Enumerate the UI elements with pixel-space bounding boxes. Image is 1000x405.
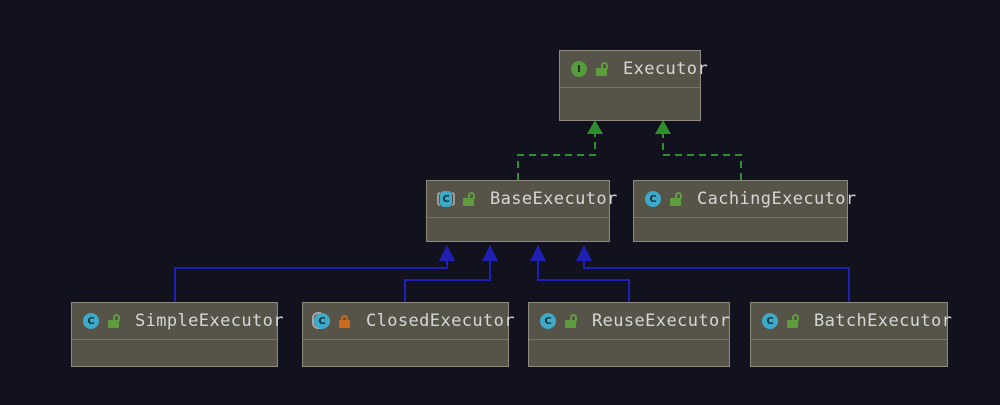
node-body-simple-executor (72, 340, 277, 366)
uml-node-batch-executor[interactable]: C BatchExecutor (750, 302, 952, 367)
edge-base-executor-to-executor (517, 120, 603, 180)
abstract-class-icon: C (437, 190, 455, 208)
uml-node-base-executor[interactable]: C BaseExecutor (426, 180, 617, 242)
node-title-batch-executor: BatchExecutor (814, 311, 953, 331)
node-title-simple-executor: SimpleExecutor (135, 311, 284, 331)
unlock-icon (107, 313, 121, 329)
edge-batch-executor-to-base-executor (576, 245, 850, 302)
node-body-closed-executor (303, 340, 508, 366)
class-icon: C (761, 312, 779, 330)
unlock-icon (595, 61, 609, 77)
node-title-caching-executor: CachingExecutor (697, 189, 857, 209)
uml-node-executor[interactable]: I Executor (559, 50, 708, 121)
unlock-icon (669, 191, 683, 207)
node-title-base-executor: BaseExecutor (490, 189, 618, 209)
node-body-caching-executor (634, 218, 847, 241)
node-body-base-executor (427, 218, 609, 241)
node-header-reuse-executor: C ReuseExecutor (529, 303, 731, 340)
unlock-icon (786, 313, 800, 329)
node-title-closed-executor: ClosedExecutor (366, 311, 515, 331)
node-title-reuse-executor: ReuseExecutor (592, 311, 731, 331)
node-header-caching-executor: C CachingExecutor (634, 181, 856, 218)
edge-reuse-executor-to-base-executor (530, 245, 630, 302)
node-header-closed-executor: C ClosedExecutor (303, 303, 514, 340)
uml-node-caching-executor[interactable]: C CachingExecutor (633, 180, 856, 242)
lock-icon (338, 314, 352, 329)
class-icon: C (644, 190, 662, 208)
node-body-executor (560, 88, 700, 120)
unlock-icon (564, 313, 578, 329)
edge-simple-executor-to-base-executor (174, 245, 455, 302)
node-header-executor: I Executor (560, 51, 708, 88)
uml-node-closed-executor[interactable]: C ClosedExecutor (302, 302, 514, 367)
final-class-icon: C (312, 312, 331, 330)
node-header-batch-executor: C BatchExecutor (751, 303, 952, 340)
node-body-batch-executor (751, 340, 947, 366)
interface-icon: I (570, 60, 588, 78)
class-icon: C (539, 312, 557, 330)
node-title-executor: Executor (623, 59, 709, 79)
node-body-reuse-executor (529, 340, 729, 366)
edge-caching-executor-to-executor (655, 120, 742, 180)
uml-node-reuse-executor[interactable]: C ReuseExecutor (528, 302, 730, 367)
node-header-simple-executor: C SimpleExecutor (72, 303, 283, 340)
edge-closed-executor-to-base-executor (404, 245, 498, 302)
node-header-base-executor: C BaseExecutor (427, 181, 617, 218)
unlock-icon (462, 191, 476, 207)
uml-node-simple-executor[interactable]: C SimpleExecutor (71, 302, 283, 367)
class-icon: C (82, 312, 100, 330)
